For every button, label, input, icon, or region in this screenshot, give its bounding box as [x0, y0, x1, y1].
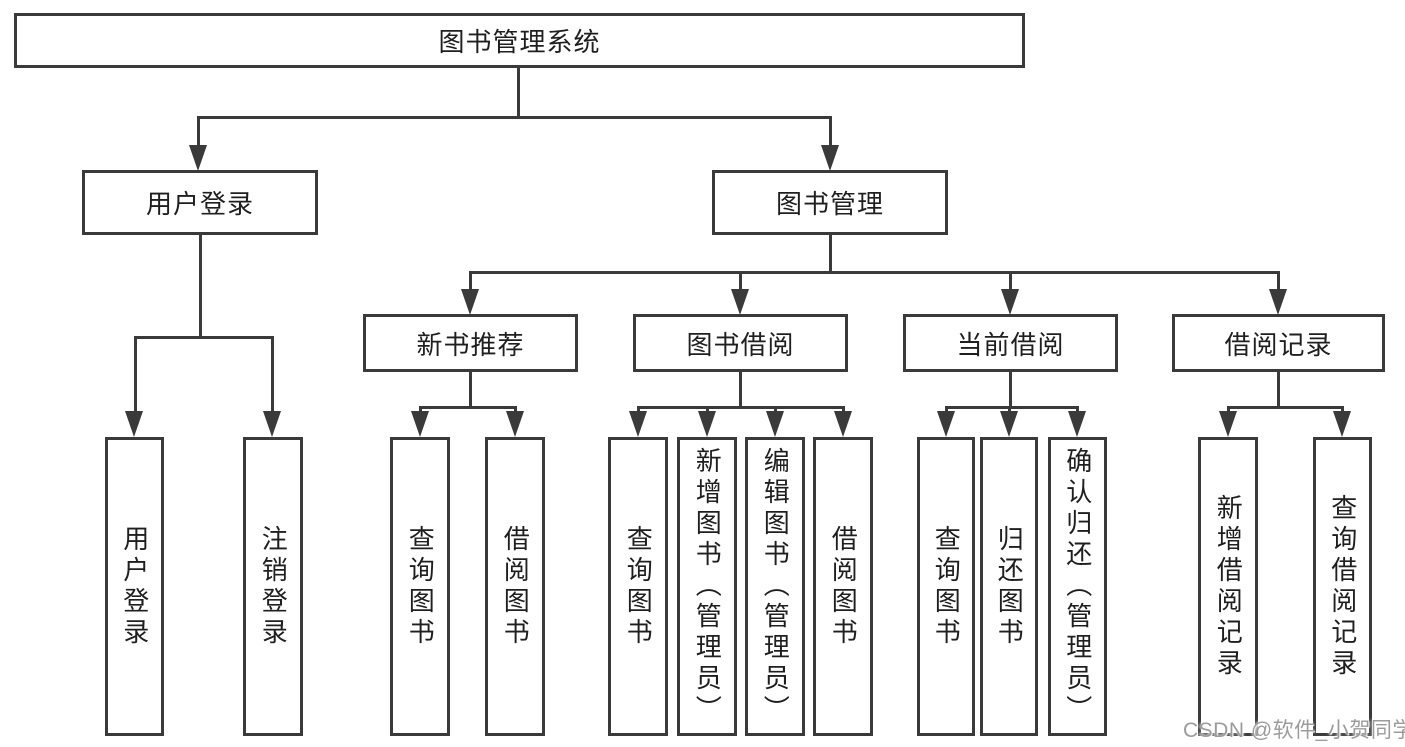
- node-current-borrowing: 当前借阅: [903, 314, 1118, 372]
- connector-stem-leaf-borrow-book-recommend: [514, 406, 517, 414]
- arrow-down-book-management: [821, 145, 839, 171]
- connector-stem-leaf-return-book: [1008, 406, 1011, 414]
- connector-user-login-trunk: [199, 234, 202, 338]
- leaf-return-book: 归还图书: [980, 437, 1038, 736]
- connector-stem-leaf-logout: [271, 336, 274, 413]
- connector-stem-book-management: [829, 116, 832, 148]
- connector-stem-leaf-query-book-current: [945, 406, 948, 414]
- connector-level2-branch: [197, 116, 832, 119]
- arrow-down-new-book-recommend: [461, 289, 479, 315]
- connector-stem-current-borrowing: [1009, 271, 1012, 292]
- arrow-down-leaf-query-borrow-record: [1333, 411, 1351, 437]
- arrow-down-leaf-borrow-book-recommend: [506, 411, 524, 437]
- node-user-login: 用户登录: [82, 170, 318, 235]
- leaf-query-book-recommend-label: 查询图书: [405, 524, 436, 649]
- arrow-down-leaf-borrow-book: [834, 411, 852, 437]
- node-root: 图书管理系统: [14, 13, 1025, 68]
- leaf-query-book-borrowing-label: 查询图书: [623, 524, 654, 649]
- connector-stem-leaf-add-borrow-record: [1227, 406, 1230, 414]
- leaf-query-book-current-label: 查询图书: [931, 524, 962, 649]
- arrow-down-current-borrowing: [1001, 289, 1019, 315]
- csdn-watermark: CSDN @软件_小贺同学: [1183, 719, 1405, 742]
- arrow-down-leaf-query-book-current: [937, 411, 955, 437]
- node-borrow-records-label: 借阅记录: [1224, 329, 1333, 360]
- leaf-return-book-label: 归还图书: [994, 524, 1025, 649]
- node-current-borrowing-label: 当前借阅: [956, 329, 1065, 360]
- connector-stem-leaf-add-book-admin: [706, 406, 709, 414]
- connector-stem-borrow-records: [1277, 271, 1280, 292]
- node-book-borrowing-label: 图书借阅: [686, 329, 795, 360]
- leaf-confirm-return-admin-label: 确认归还（管理员）: [1062, 447, 1093, 726]
- connector-book-borrowing-trunk: [739, 372, 742, 409]
- leaf-query-book-current: 查询图书: [917, 437, 975, 736]
- connector-stem-new-book-recommend: [469, 271, 472, 292]
- arrow-down-leaf-add-book-admin: [698, 411, 716, 437]
- connector-stem-leaf-borrow-book: [842, 406, 845, 414]
- node-user-login-label: 用户登录: [145, 189, 254, 219]
- connector-level3-branch: [469, 271, 1280, 274]
- node-new-book-recommend: 新书推荐: [363, 314, 578, 372]
- arrow-down-leaf-return-book: [1000, 411, 1018, 437]
- leaf-query-borrow-record: 查询借阅记录: [1313, 437, 1372, 736]
- leaf-add-book-admin-label: 新增图书（管理员）: [692, 447, 723, 726]
- connector-root-trunk: [517, 67, 520, 117]
- leaf-query-book-recommend: 查询图书: [390, 437, 450, 736]
- leaf-logout: 注销登录: [243, 437, 303, 736]
- node-book-borrowing: 图书借阅: [633, 314, 848, 372]
- node-root-label: 图书管理系统: [438, 27, 601, 57]
- connector-stem-book-borrowing: [739, 271, 742, 292]
- leaf-borrow-book-recommend-label: 借阅图书: [500, 524, 531, 649]
- leaf-edit-book-admin: 编辑图书（管理员）: [745, 437, 805, 736]
- leaf-user-login: 用户登录: [105, 437, 164, 736]
- leaf-borrow-book-label: 借阅图书: [828, 524, 859, 649]
- connector-new-book-recommend-branch: [419, 406, 517, 409]
- leaf-add-borrow-record: 新增借阅记录: [1198, 437, 1258, 736]
- connector-stem-leaf-edit-book-admin: [774, 406, 777, 414]
- node-borrow-records: 借阅记录: [1172, 314, 1385, 372]
- leaf-edit-book-admin-label: 编辑图书（管理员）: [760, 447, 791, 726]
- arrow-down-leaf-edit-book-admin: [766, 411, 784, 437]
- leaf-borrow-book: 借阅图书: [813, 437, 873, 736]
- arrow-down-leaf-query-book-borrowing: [629, 411, 647, 437]
- connector-current-borrowing-trunk: [1009, 372, 1012, 409]
- connector-stem-leaf-query-book-borrowing: [637, 406, 640, 414]
- leaf-query-borrow-record-label: 查询借阅记录: [1327, 493, 1358, 680]
- node-book-management: 图书管理: [712, 170, 948, 235]
- node-book-management-label: 图书管理: [775, 189, 884, 219]
- connector-user-login-branch: [134, 336, 274, 339]
- connector-new-book-recommend-trunk: [469, 372, 472, 409]
- connector-book-borrowing-branch: [637, 406, 844, 409]
- connector-stem-user-login: [197, 116, 200, 148]
- leaf-confirm-return-admin: 确认归还（管理员）: [1048, 437, 1107, 736]
- node-new-book-recommend-label: 新书推荐: [416, 329, 525, 360]
- connector-stem-leaf-user-login: [134, 336, 137, 413]
- arrow-down-leaf-add-borrow-record: [1219, 411, 1237, 437]
- arrow-down-leaf-query-book-recommend: [411, 411, 429, 437]
- arrow-down-book-borrowing: [731, 289, 749, 315]
- leaf-logout-label: 注销登录: [258, 524, 289, 649]
- leaf-user-login-label: 用户登录: [119, 524, 150, 649]
- leaf-query-book-borrowing: 查询图书: [608, 437, 668, 736]
- leaf-borrow-book-recommend: 借阅图书: [485, 437, 545, 736]
- arrow-down-leaf-logout: [263, 411, 281, 437]
- arrow-down-leaf-confirm-return-admin: [1068, 411, 1086, 437]
- arrow-down-leaf-user-login: [125, 411, 143, 437]
- connector-book-management-trunk: [829, 234, 832, 273]
- connector-current-borrowing-branch: [945, 406, 1079, 409]
- connector-stem-leaf-confirm-return-admin: [1076, 406, 1079, 414]
- arrow-down-user-login: [189, 145, 207, 171]
- leaf-add-borrow-record-label: 新增借阅记录: [1213, 493, 1244, 680]
- leaf-add-book-admin: 新增图书（管理员）: [677, 437, 737, 736]
- connector-borrow-records-trunk: [1277, 372, 1280, 409]
- arrow-down-borrow-records: [1269, 289, 1287, 315]
- connector-borrow-records-branch: [1227, 406, 1343, 409]
- connector-stem-leaf-query-borrow-record: [1341, 406, 1344, 414]
- connector-stem-leaf-query-book-recommend: [419, 406, 422, 414]
